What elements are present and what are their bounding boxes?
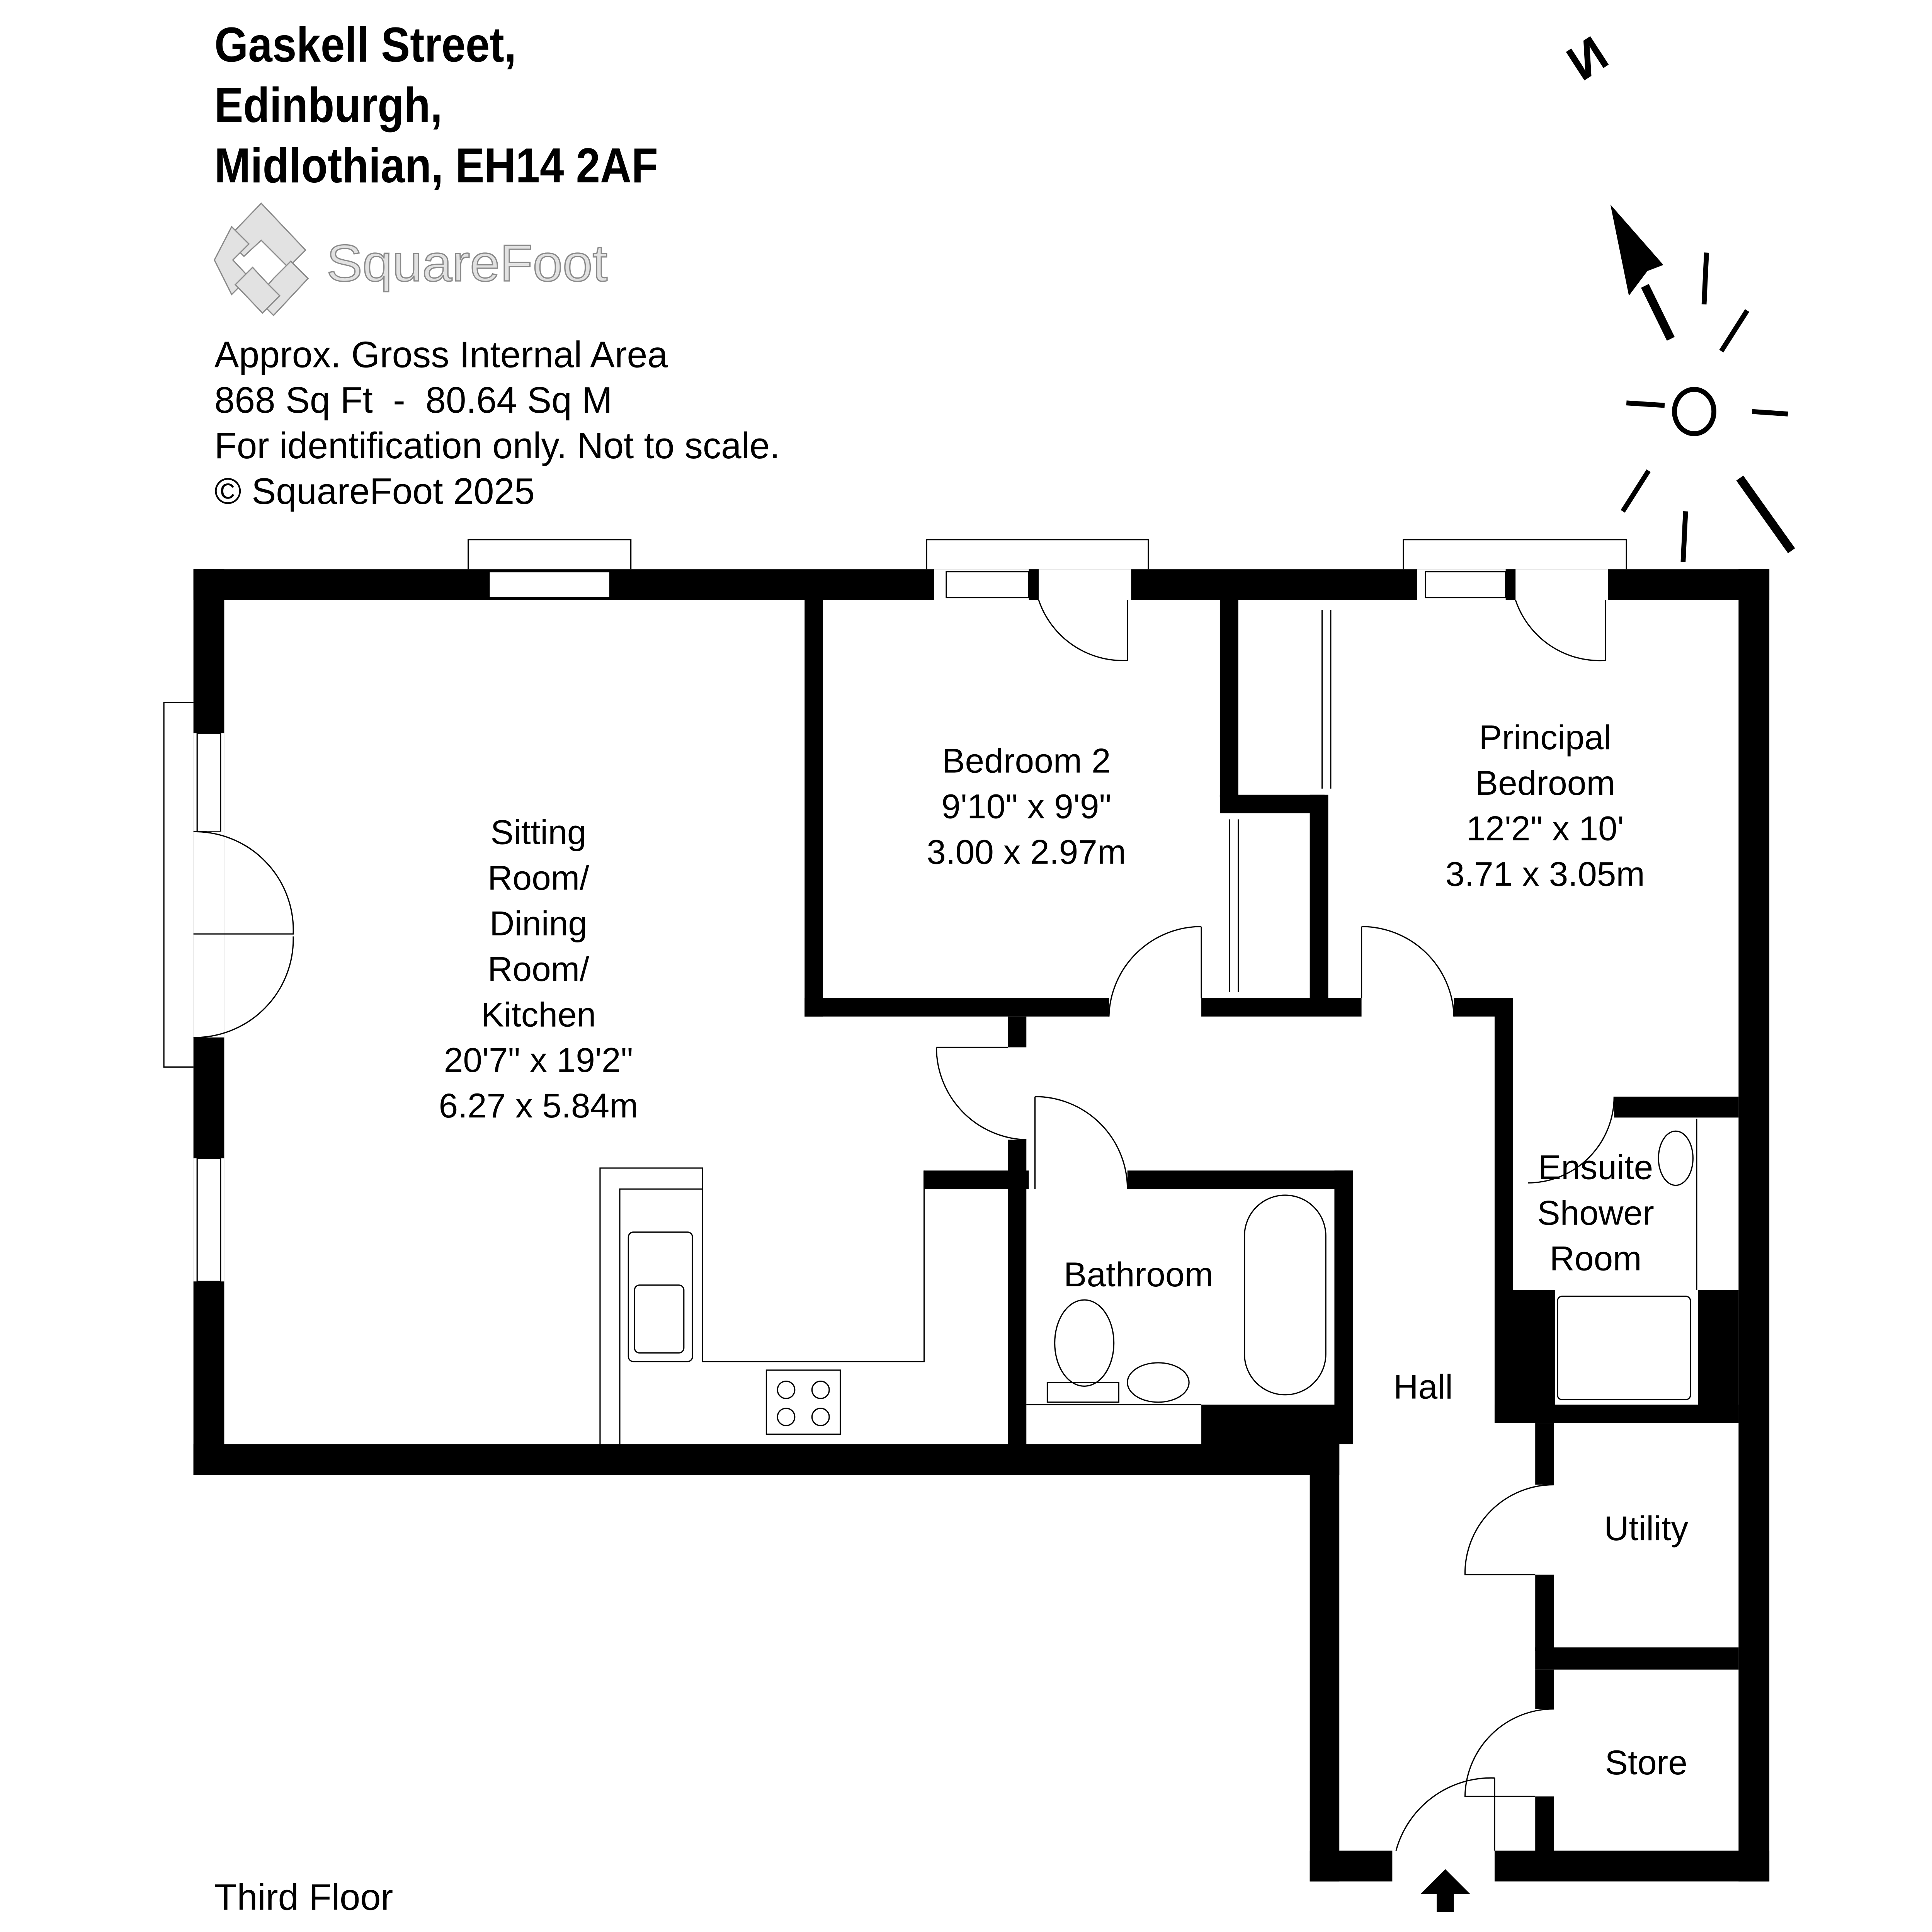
address-block: Gaskell Street, Edinburgh, Midlothian, E… bbox=[214, 17, 658, 193]
sun-icon bbox=[1621, 252, 1795, 562]
floor-label: Third Floor bbox=[214, 1877, 393, 1918]
room-ensuite: Ensuite Shower Room bbox=[1537, 1148, 1654, 1278]
room-store: Store bbox=[1605, 1743, 1687, 1782]
room-name-line: Room/ bbox=[488, 858, 589, 897]
entrance-arrow-icon bbox=[1420, 1869, 1470, 1912]
room-principal-bedroom: Principal Bedroom 12'2" x 10' 3.71 x 3.0… bbox=[1446, 718, 1645, 893]
bathroom-fixtures bbox=[1026, 1119, 1697, 1405]
info-line-copyright: © SquareFoot 2025 bbox=[214, 471, 535, 512]
north-arrow-icon bbox=[1610, 204, 1675, 341]
windows bbox=[163, 539, 1627, 1282]
room-bathroom: Bathroom bbox=[1064, 1255, 1213, 1294]
basin-icon bbox=[1127, 1362, 1190, 1403]
room-name-line: Bedroom bbox=[1475, 764, 1615, 802]
doors bbox=[193, 600, 1615, 1851]
north-label: N bbox=[1558, 26, 1617, 91]
room-dimensions-metric: 3.71 x 3.05m bbox=[1446, 855, 1645, 893]
info-line-area-title: Approx. Gross Internal Area bbox=[214, 334, 668, 375]
logo-mark-icon bbox=[214, 202, 309, 316]
sink-icon bbox=[628, 1231, 693, 1362]
address-line-1: Gaskell Street, bbox=[214, 17, 516, 72]
address-line-2: Edinburgh, bbox=[214, 78, 442, 133]
info-line-disclaimer: For identification only. Not to scale. bbox=[214, 425, 780, 466]
room-dimensions-imperial: 20'7" x 19'2" bbox=[444, 1041, 633, 1079]
room-name-line: Shower bbox=[1537, 1194, 1654, 1232]
squarefoot-logo: SquareFoot bbox=[214, 202, 608, 316]
room-name-line: Room/ bbox=[488, 949, 589, 988]
room-dimensions-metric: 3.00 x 2.97m bbox=[927, 832, 1126, 871]
room-utility: Utility bbox=[1604, 1509, 1689, 1548]
room-dimensions-imperial: 12'2" x 10' bbox=[1466, 809, 1624, 848]
kitchen-units bbox=[599, 1167, 925, 1444]
toilet-icon bbox=[1054, 1299, 1115, 1387]
room-hall: Hall bbox=[1393, 1367, 1453, 1406]
room-dimensions-imperial: 9'10" x 9'9" bbox=[941, 787, 1111, 825]
address-line-3: Midlothian, EH14 2AF bbox=[214, 138, 658, 193]
room-bedroom-2: Bedroom 2 9'10" x 9'9" 3.00 x 2.97m bbox=[927, 741, 1126, 871]
room-name-line: Principal bbox=[1479, 718, 1611, 757]
shower-tray-icon bbox=[1557, 1295, 1691, 1401]
info-line-area: 868 Sq Ft - 80.64 Sq M bbox=[214, 379, 612, 421]
room-sitting-dining-kitchen: Sitting Room/ Dining Room/ Kitchen 20'7"… bbox=[439, 813, 638, 1125]
room-name-line: Ensuite bbox=[1538, 1148, 1653, 1187]
room-name-line: Room bbox=[1549, 1239, 1641, 1278]
compass: N bbox=[1558, 26, 1795, 562]
room-name: Bedroom 2 bbox=[942, 741, 1111, 780]
room-name-line: Sitting bbox=[490, 813, 586, 851]
room-name-line: Dining bbox=[490, 904, 587, 942]
room-name-line: Kitchen bbox=[481, 995, 596, 1034]
room-dimensions-metric: 6.27 x 5.84m bbox=[439, 1086, 638, 1125]
info-block: Approx. Gross Internal Area 868 Sq Ft - … bbox=[214, 334, 780, 512]
hob-icon bbox=[765, 1369, 841, 1435]
bath-icon bbox=[1244, 1194, 1327, 1396]
logo-text: SquareFoot bbox=[327, 235, 607, 292]
